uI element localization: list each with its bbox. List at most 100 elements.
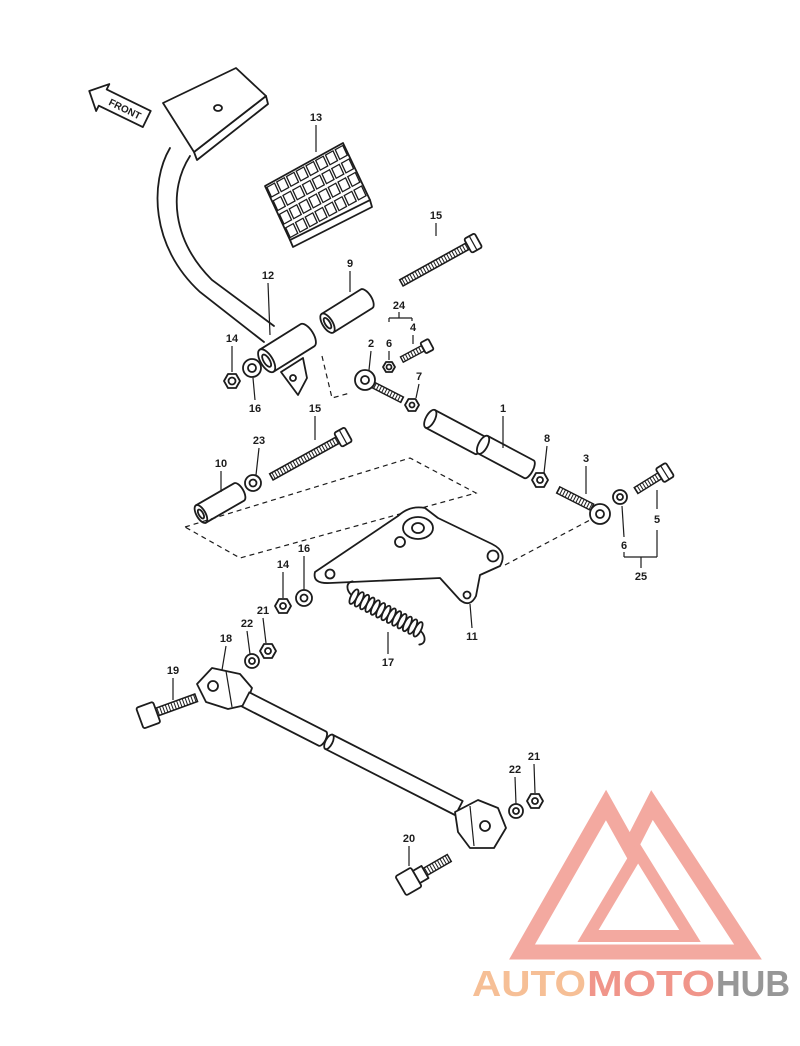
pedal-lower-bracket (280, 357, 308, 396)
rubber-tread-cell (341, 159, 353, 173)
callout-11: 11 (466, 631, 478, 643)
logo-text-auto: AUTO (472, 963, 586, 1004)
clevis-18 (196, 667, 253, 710)
callout-15-upper: 15 (430, 210, 442, 222)
callout-2: 2 (368, 338, 374, 350)
rubber-tread-cell (286, 172, 298, 186)
callout-4: 4 (410, 322, 417, 334)
brake-lever-bracket-11 (313, 506, 504, 605)
callout-10: 10 (215, 458, 227, 470)
rod-end-2 (354, 369, 405, 404)
callout-22-upper: 22 (241, 618, 253, 630)
rubber-tread-cell (295, 218, 307, 232)
rubber-tread-cell (306, 162, 318, 176)
rubber-tread-cell (279, 210, 291, 224)
rubber-tread-cell (312, 175, 324, 189)
callout-labels: 13 15 9 12 24 6 4 14 2 7 16 15 1 8 23 10… (167, 112, 660, 845)
brake-pedal-arm (156, 147, 275, 343)
nut-7 (404, 398, 420, 412)
return-spring-17 (346, 580, 426, 646)
callout-1: 1 (500, 403, 506, 415)
callout-leader-lines (172, 125, 658, 866)
nut-6-upper (382, 361, 396, 373)
rubber-tread-cell (283, 191, 295, 205)
callout-19: 19 (167, 665, 179, 677)
assembly-guide-lines (183, 355, 591, 566)
bolt-5 (633, 462, 675, 495)
rubber-tread-cell (289, 205, 301, 219)
pivot-bolt-15-lower (268, 427, 353, 481)
pedal-rubber-13 (265, 143, 372, 247)
rubber-tread-cell (325, 202, 337, 216)
nut-14-upper (223, 373, 241, 389)
callout-7: 7 (416, 371, 422, 383)
callout-23: 23 (253, 435, 265, 447)
bolt-4 (399, 338, 435, 364)
rubber-tread-cell (315, 207, 327, 221)
bushing-10 (193, 482, 247, 524)
callout-6-upper: 6 (386, 338, 392, 350)
rubber-tread-cell (322, 170, 334, 184)
brake-rod (241, 691, 507, 849)
rubber-tread-cell (305, 213, 317, 227)
nut-21-upper (259, 643, 277, 659)
rubber-tread-cell (273, 197, 285, 211)
rubber-tread-cell (344, 191, 356, 205)
rubber-tread-cell (293, 186, 305, 200)
rubber-tread-cell (325, 151, 337, 165)
callout-3: 3 (583, 453, 589, 465)
rubber-tread-grid (267, 145, 366, 237)
callout-21-lower: 21 (528, 751, 540, 763)
rubber-tread-cell (354, 186, 366, 200)
rod-end-3 (555, 485, 611, 525)
callout-17: 17 (382, 657, 394, 669)
callout-14-upper: 14 (226, 333, 239, 345)
callout-8: 8 (544, 433, 550, 445)
bushing-9 (319, 288, 375, 334)
callout-14-lower: 14 (277, 559, 290, 571)
rubber-tread-cell (335, 145, 347, 159)
washer-22-lower (508, 803, 524, 819)
pivot-bolt-15-upper (398, 233, 483, 287)
callout-12: 12 (262, 270, 274, 282)
bolt-19 (135, 693, 199, 729)
callout-22-lower: 22 (509, 764, 521, 776)
rubber-tread-cell (296, 167, 308, 181)
callout-13: 13 (310, 112, 322, 124)
adjuster-tube-1 (423, 408, 536, 480)
callout-9: 9 (347, 258, 353, 270)
rubber-tread-cell (286, 224, 298, 238)
callout-24: 24 (393, 300, 406, 312)
washer-23 (244, 474, 262, 492)
washer-16-upper (242, 358, 262, 378)
bolt-20 (395, 853, 453, 896)
logo-text-hub: HUB (716, 963, 790, 1004)
rubber-tread-cell (328, 183, 340, 197)
washer-6-lower (612, 489, 628, 505)
callout-18: 18 (220, 633, 232, 645)
logo-text-moto: MOTO (587, 963, 715, 1004)
callout-21-upper: 21 (257, 605, 269, 617)
rubber-tread-cell (309, 194, 321, 208)
callout-16-upper: 16 (249, 403, 261, 415)
callout-25: 25 (635, 571, 647, 583)
rubber-tread-cell (277, 178, 289, 192)
rubber-tread-cell (334, 197, 346, 211)
rubber-tread-cell (267, 183, 279, 197)
washer-22-upper (244, 653, 260, 669)
front-arrow-icon: FRONT (88, 83, 152, 129)
rubber-tread-cell (316, 156, 328, 170)
callout-5: 5 (654, 514, 660, 526)
washer-16-lower (295, 589, 313, 607)
rubber-tread-cell (318, 189, 330, 203)
rubber-tread-cell (348, 172, 360, 186)
callout-20: 20 (403, 833, 415, 845)
callout-16-lower: 16 (298, 543, 310, 555)
rubber-tread-cell (332, 164, 344, 178)
brake-pedal-pad (162, 67, 269, 161)
automotohub-logo: AUTO MOTO HUB (472, 789, 790, 1004)
pedal-pivot-boss (257, 322, 317, 374)
rubber-tread-cell (302, 180, 314, 194)
